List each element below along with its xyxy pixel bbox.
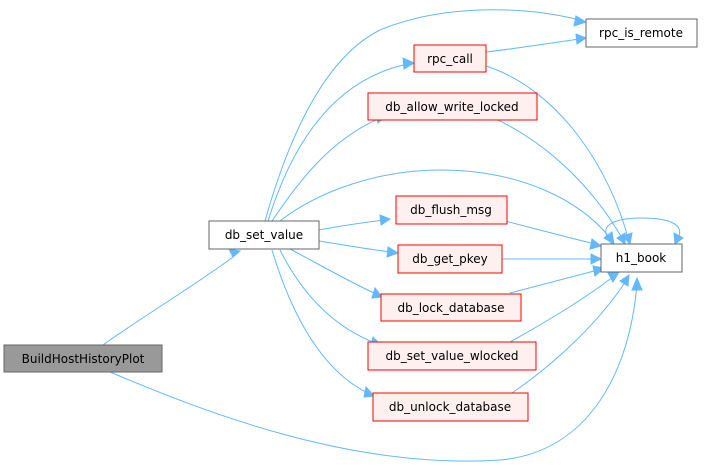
edge-db-set-value-to-db-unlock-database [271,249,369,394]
edge-rpc-call-to-rpc-is-remote [485,38,581,53]
edge-db-unlock-database-to-h1-book [511,280,627,394]
nodes: BuildHostHistoryPlot db_set_value rpc_ca… [3,18,698,422]
node-label: db_set_value [225,228,303,242]
edge-db-flush-msg-to-h1-book [504,220,596,245]
node-db-unlock-database[interactable]: db_unlock_database [372,392,529,422]
node-label: db_allow_write_locked [385,100,518,114]
edge-db-set-value-to-db-lock-database [289,248,377,295]
node-rpc-call[interactable]: rpc_call [413,44,487,73]
node-label: BuildHostHistoryPlot [22,352,145,366]
edge-buildhost-to-h1-book [109,283,638,462]
node-h1-book[interactable]: h1_book [600,243,683,273]
edge-db-lock-database-to-h1-book [509,269,599,294]
edge-buildhost-to-db-set-value [102,256,234,346]
node-rpc-is-remote[interactable]: rpc_is_remote [585,18,698,48]
node-label: db_get_pkey [412,252,488,266]
node-db-lock-database[interactable]: db_lock_database [380,293,522,322]
node-db-get-pkey[interactable]: db_get_pkey [397,244,503,274]
node-label: db_flush_msg [410,203,492,217]
node-db-set-value[interactable]: db_set_value [208,220,320,250]
edge-db-set-value-wlocked-to-h1-book [509,275,615,343]
edge-h1-book-self-loop [605,217,681,245]
node-db-flush-msg[interactable]: db_flush_msg [395,195,508,225]
edge-db-allow-write-locked-to-h1-book [495,118,623,239]
node-label: db_set_value_wlocked [386,349,519,363]
edge-db-set-value-to-db-get-pkey [318,240,393,253]
node-label: rpc_is_remote [599,26,683,40]
edge-db-set-value-to-h1-book [279,169,611,239]
edge-db-set-value-to-db-allow-write-locked [271,117,381,222]
edge-db-set-value-to-db-flush-msg [318,219,385,231]
node-label: db_lock_database [397,301,504,315]
edge-db-set-value-to-rpc-is-remote [264,9,581,222]
node-db-allow-write-locked[interactable]: db_allow_write_locked [367,92,538,121]
edge-rpc-call-to-h1-book [485,65,629,239]
edge-db-set-value-to-db-set-value-wlocked [279,249,376,344]
node-db-set-value-wlocked[interactable]: db_set_value_wlocked [367,341,537,371]
node-build-host-history-plot[interactable]: BuildHostHistoryPlot [3,344,163,373]
node-label: rpc_call [427,52,473,66]
node-label: h1_book [616,251,667,265]
edge-db-set-value-to-rpc-call [267,63,409,222]
node-label: db_unlock_database [389,400,511,414]
